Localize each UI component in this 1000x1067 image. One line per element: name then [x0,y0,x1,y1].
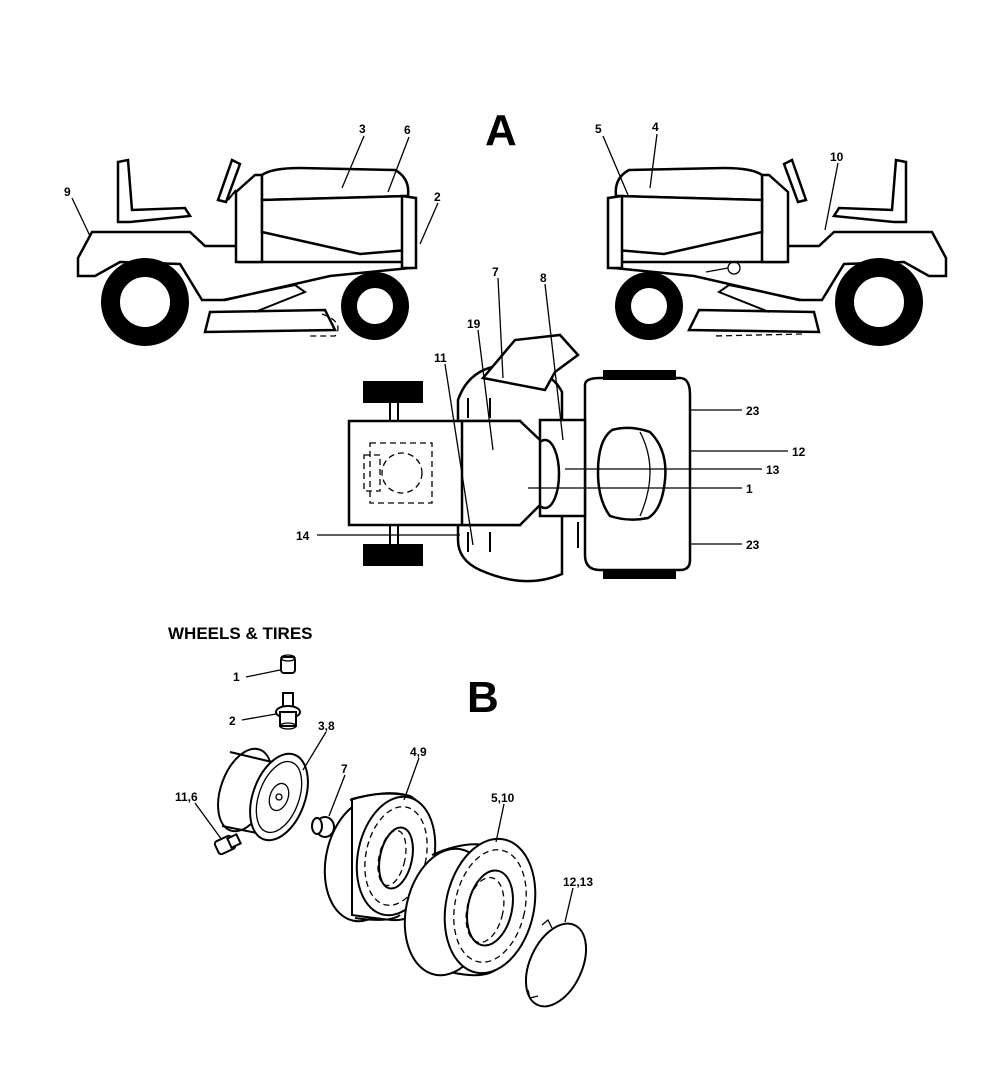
callout-4: 4 [652,120,659,134]
callout-9: 9 [64,185,71,199]
callout-b-2: 2 [229,714,236,728]
callout-13: 13 [766,463,780,477]
callout-14: 14 [296,529,310,543]
callout-b-5-10: 5,10 [491,791,515,805]
callout-b-1: 1 [233,670,240,684]
tractor-right-side-view [606,158,948,346]
callout-23-bottom: 23 [746,538,760,552]
rear-tire-part: 5,10 [403,791,537,977]
callout-1: 1 [746,482,753,496]
valve-cap-part: 1 [233,654,296,684]
wheel-rim-part: 3,8 [217,719,335,842]
callout-7: 7 [492,265,499,279]
section-a-letter: A [485,106,517,155]
wheels-tires-title: WHEELS & TIRES [168,624,313,643]
section-b-letter: B [467,673,499,722]
lug-bolt-part: 11,6 [175,790,242,856]
tractor-top-view [347,333,692,583]
tractor-left-side-view [76,158,418,346]
callout-b-12-13: 12,13 [563,875,593,889]
callout-5: 5 [595,122,602,136]
callout-b-3-8: 3,8 [318,719,335,733]
callout-11: 11 [434,351,447,365]
callout-23-top: 23 [746,404,760,418]
hub-cap-part: 12,13 [524,875,593,1008]
callout-b-11-6: 11,6 [175,790,198,804]
callout-6: 6 [404,123,411,137]
bushing-part: 7 [311,762,348,838]
callout-12: 12 [792,445,806,459]
callout-3: 3 [359,122,366,136]
callout-10: 10 [830,150,844,164]
callout-19: 19 [467,317,481,331]
valve-stem-part: 2 [229,692,301,730]
callout-2: 2 [434,190,441,204]
right-view-callouts: 5 4 10 [595,120,844,231]
top-view-callouts: 7 8 19 11 14 23 12 13 1 23 [296,265,806,552]
callout-b-7: 7 [341,762,348,776]
callout-b-4-9: 4,9 [410,745,427,759]
left-view-callouts: 9 3 6 2 [64,122,441,245]
callout-8: 8 [540,271,547,285]
